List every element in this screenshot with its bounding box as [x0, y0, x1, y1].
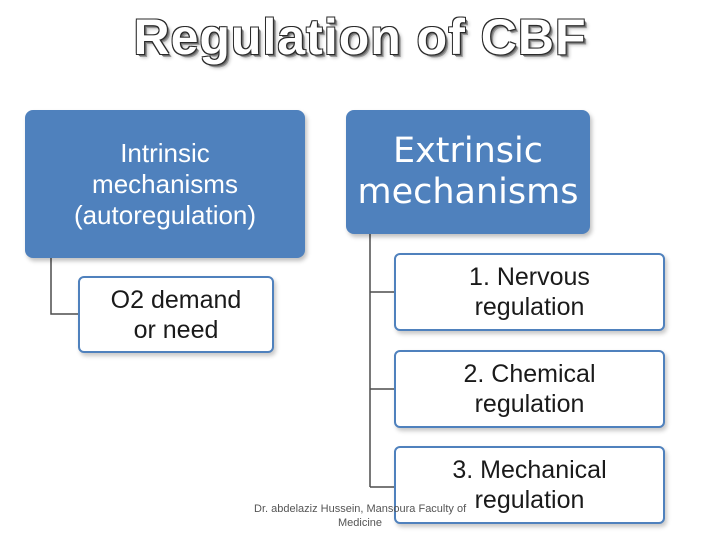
nervous-regulation-line-2: regulation [474, 293, 585, 321]
chemical-regulation-box: 2. Chemical regulation [394, 350, 665, 428]
intrinsic-heading-line-1: Intrinsic [120, 137, 210, 168]
footer-line-2: Medicine [337, 517, 383, 529]
o2-demand-label: O2 demand or need [110, 285, 242, 344]
nervous-regulation-box: 1. Nervous regulation [394, 253, 665, 331]
intrinsic-heading-line-2: mechanisms [92, 168, 238, 199]
extrinsic-heading-line-1: Extrinsic [392, 131, 544, 171]
mechanical-regulation-line-1: 3. Mechanical [452, 456, 607, 484]
nervous-regulation-line-1: 1. Nervous [469, 263, 590, 291]
mechanical-regulation-box: 3. Mechanical regulation [394, 446, 665, 524]
chemical-regulation-line-1: 2. Chemical [463, 360, 596, 388]
connector-intrinsic-o2 [50, 258, 78, 315]
extrinsic-mechanisms-box: Extrinsic mechanisms [346, 110, 590, 234]
intrinsic-heading-line-3: (autoregulation) [73, 199, 257, 230]
footer-line-1: Dr. abdelaziz Hussein, Mansoura Faculty … [254, 503, 467, 515]
o2-demand-box: O2 demand or need [78, 276, 274, 353]
footer-credit: Dr. abdelaziz Hussein, Mansoura Faculty … [254, 502, 466, 530]
chemical-regulation-line-2: regulation [474, 390, 585, 418]
page-title: Regulation of CBF [133, 9, 587, 65]
mechanical-regulation-line-2: regulation [474, 486, 585, 514]
intrinsic-mechanisms-box: Intrinsic mechanisms (autoregulation) [25, 110, 305, 258]
extrinsic-heading-line-2: mechanisms [357, 172, 579, 212]
